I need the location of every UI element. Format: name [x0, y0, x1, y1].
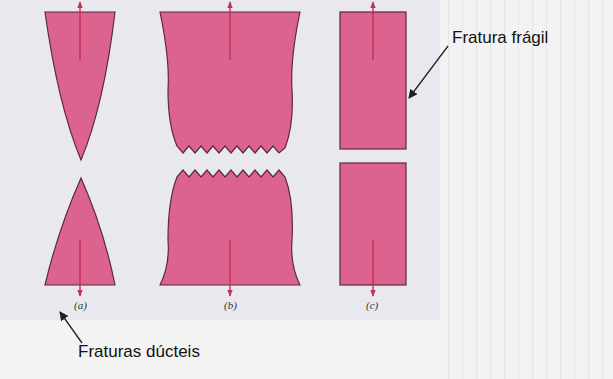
- annotation-label: Fratura frágil: [452, 28, 548, 48]
- part-letter: (a): [74, 299, 87, 311]
- background-stripes: [440, 0, 613, 379]
- leader-lines: [60, 46, 448, 343]
- part-letter: (c): [366, 299, 378, 311]
- specimens: [45, 12, 406, 285]
- annotation-label: Fraturas dúcteis: [78, 342, 200, 362]
- load-arrows: [80, 2, 373, 296]
- figure-panel: [0, 0, 440, 320]
- part-letter: (b): [224, 299, 237, 311]
